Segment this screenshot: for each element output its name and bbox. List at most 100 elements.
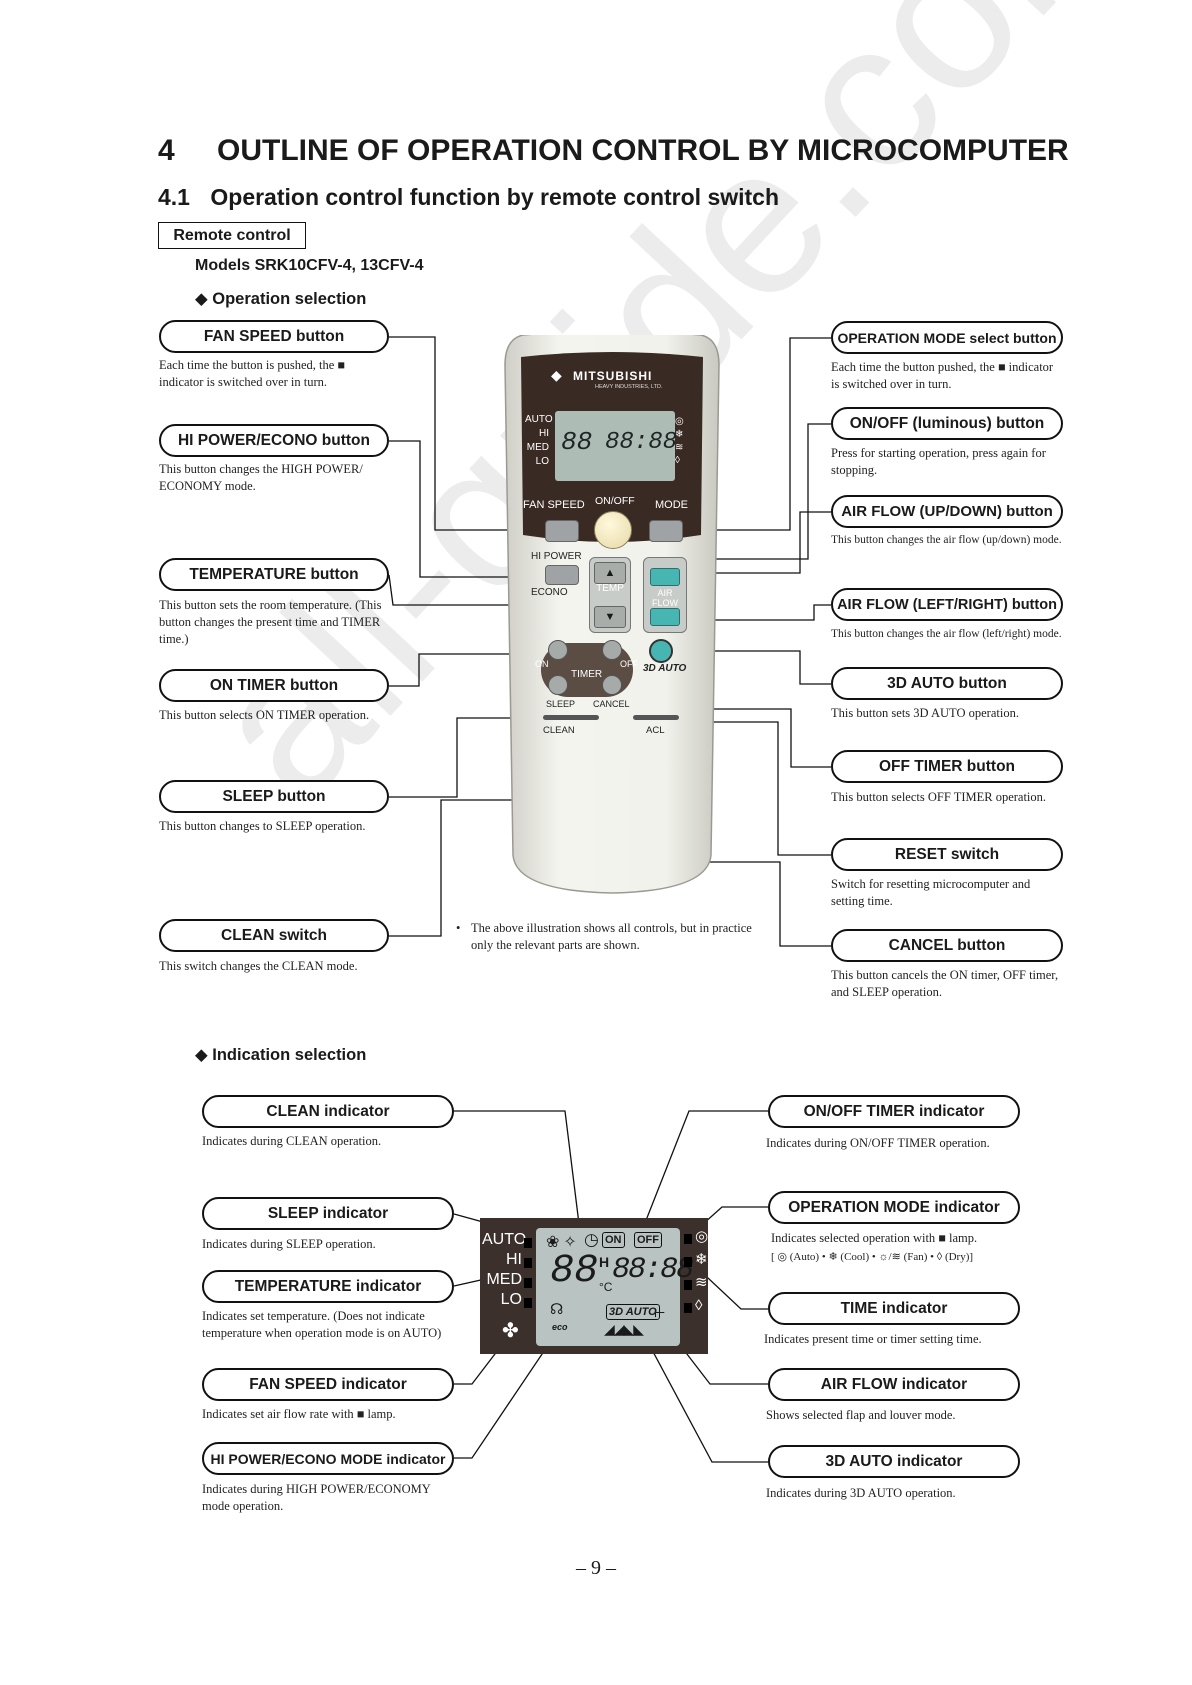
fan-speed-button-desc: Each time the button is pushed, the ■ in…	[159, 358, 345, 389]
3d-auto-button-label: 3D AUTO button	[831, 667, 1063, 700]
air-flow-indicator-label: AIR FLOW indicator	[768, 1368, 1020, 1401]
clean-indicator-label: CLEAN indicator	[202, 1095, 454, 1128]
lcd-fan-auto: AUTO	[482, 1231, 527, 1248]
sleep-button-desc: This button changes to SLEEP operation.	[159, 819, 366, 833]
operation-mode-list: [ ◎ (Auto) • ❄ (Cool) • ☼/≋ (Fan) • ◊ (D…	[771, 1251, 974, 1263]
clean-switch-desc: This switch changes the CLEAN mode.	[159, 959, 358, 973]
on-off-timer-indicator-desc: Indicates during ON/OFF TIMER operation.	[766, 1136, 990, 1150]
lcd-temp-unit: °C	[599, 1280, 613, 1294]
time-indicator-desc: Indicates present time or timer setting …	[764, 1332, 982, 1346]
remote-air-flow-label: AIR FLOW	[652, 588, 678, 608]
air-flow-left-right-button[interactable]	[650, 608, 680, 626]
clean-switch-label: CLEAN switch	[159, 919, 389, 952]
remote-fan-speed-label: FAN SPEED	[523, 499, 585, 511]
lcd-flap-icon: ⌐	[654, 1302, 666, 1324]
fan-speed-indicator-desc: Indicates set air flow rate with ■ lamp.	[202, 1407, 396, 1421]
remote-cancel-button[interactable]	[602, 675, 622, 695]
temp-down-button[interactable]: ▼	[594, 606, 626, 628]
temperature-indicator-label: TEMPERATURE indicator	[202, 1270, 454, 1303]
air-flow-left-right-button-label: AIR FLOW (LEFT/RIGHT) button	[831, 588, 1063, 621]
remote-control-illustration: MITSUBISHI HEAVY INDUSTRIES, LTD. ◆ AUTO…	[503, 330, 721, 895]
3d-auto-indicator-label: 3D AUTO indicator	[768, 1445, 1020, 1478]
lcd-on-timer-indicator: ON	[602, 1232, 625, 1248]
hi-power-econo-indicator-desc: Indicates during HIGH POWER/ECONOMY mode…	[202, 1482, 431, 1513]
remote-cancel-label: CANCEL	[593, 699, 630, 709]
time-indicator-label: TIME indicator	[768, 1292, 1020, 1325]
lcd-time-digits: 88:88	[612, 1253, 694, 1287]
remote-lcd-time: 88:88	[605, 429, 678, 456]
sleep-indicator-desc: Indicates during SLEEP operation.	[202, 1237, 376, 1251]
chapter-heading: 4 OUTLINE OF OPERATION CONTROL BY MICROC…	[158, 134, 1069, 168]
remote-temp-rocker: ▲ TEMP ▼	[589, 557, 631, 633]
remote-control-tag: Remote control	[158, 222, 306, 249]
3d-auto-indicator-desc: Indicates during 3D AUTO operation.	[766, 1486, 956, 1500]
hi-power-econo-button-desc: This button changes the HIGH POWER/ ECON…	[159, 462, 363, 493]
illustration-note-text: The above illustration shows all control…	[471, 921, 752, 952]
mitsubishi-logo-icon: ◆	[551, 369, 562, 384]
air-flow-up-down-button-label: AIR FLOW (UP/DOWN) button	[831, 495, 1063, 528]
remote-off-timer-button[interactable]	[602, 640, 622, 660]
remote-sleep-button[interactable]	[548, 675, 568, 695]
remote-sleep-label: SLEEP	[546, 699, 576, 709]
remote-off-label: OFF	[620, 659, 638, 669]
reset-switch-label: RESET switch	[831, 838, 1063, 871]
sleep-indicator-label: SLEEP indicator	[202, 1197, 454, 1230]
remote-mode-icons: ◎❄≋◊	[675, 416, 684, 466]
fan-speed-button-label: FAN SPEED button	[159, 320, 389, 353]
remote-acl-slot[interactable]	[633, 715, 679, 720]
lcd-eco-icon: eco	[552, 1322, 568, 1332]
lcd-screen: ❀ ✧ ◷ ON OFF 88 H °C 88:88 ☊ eco 3D AUTO…	[536, 1228, 694, 1346]
lcd-3d-auto-indicator: 3D AUTO	[606, 1304, 660, 1320]
on-off-button-desc: Press for starting operation, press agai…	[831, 446, 1046, 477]
lcd-mode-icons: ◎❄≋◊	[695, 1229, 709, 1314]
remote-hi-power-label: HI POWER	[531, 551, 582, 562]
remote-3d-auto-label: 3D AUTO	[643, 663, 687, 674]
temperature-button-label: TEMPERATURE button	[159, 558, 389, 591]
section-title: Operation control function by remote con…	[210, 184, 780, 210]
illustration-note: • The above illustration shows all contr…	[456, 920, 776, 953]
remote-lcd-temp: 88	[561, 427, 593, 457]
temp-up-button[interactable]: ▲	[594, 562, 626, 584]
lcd-mode-lamps	[684, 1232, 694, 1313]
air-flow-up-down-button-desc: This button changes the air flow (up/dow…	[831, 534, 1062, 546]
air-flow-up-down-button[interactable]	[650, 568, 680, 586]
lcd-illustration: AUTO HI MED LO ✤ ❀ ✧ ◷ ON OFF 88 H °C 88…	[480, 1218, 708, 1354]
remote-3d-auto-button[interactable]	[649, 639, 673, 663]
reset-switch-desc: Switch for resetting microcomputer and s…	[831, 877, 1031, 908]
hi-power-econo-indicator-label: HI POWER/ECONO MODE indicator	[202, 1442, 454, 1475]
3d-auto-button-desc: This button sets 3D AUTO operation.	[831, 706, 1019, 720]
lcd-fan-hi: HI	[506, 1251, 522, 1268]
remote-hi-power-econo-button[interactable]	[545, 565, 579, 585]
operation-mode-button-desc: Each time the button pushed, the ■ indic…	[831, 360, 1054, 391]
remote-mode-label: MODE	[655, 499, 688, 511]
on-timer-button-label: ON TIMER button	[159, 669, 389, 702]
remote-on-off-button[interactable]	[594, 511, 632, 549]
remote-fan-speed-button[interactable]	[545, 520, 579, 542]
remote-temp-label: TEMP	[596, 583, 624, 594]
lcd-off-timer-indicator: OFF	[634, 1232, 662, 1248]
air-flow-left-right-button-desc: This button changes the air flow (left/r…	[831, 628, 1062, 640]
remote-clean-label: CLEAN	[543, 725, 575, 736]
lcd-louver-icon: ◢◢◣◣	[604, 1323, 644, 1338]
temperature-button-desc: This button sets the room temperature. (…	[159, 598, 382, 646]
remote-acl-label: ACL	[646, 725, 665, 736]
on-off-button-label: ON/OFF (luminous) button	[831, 407, 1063, 440]
remote-clean-slot[interactable]	[543, 715, 599, 720]
indication-selection-title: ◆ Indication selection	[195, 1046, 367, 1064]
remote-on-off-label: ON/OFF	[595, 495, 635, 507]
lcd-temp-h: H	[599, 1254, 610, 1270]
remote-mode-button[interactable]	[649, 520, 683, 542]
remote-brand-sub: HEAVY INDUSTRIES, LTD.	[595, 384, 663, 390]
lcd-fan-icon: ✤	[502, 1320, 519, 1342]
lcd-temperature-digits: 88	[550, 1249, 599, 1294]
lcd-fan-lamps	[524, 1234, 532, 1308]
chapter-title: OUTLINE OF OPERATION CONTROL BY MICROCOM…	[217, 134, 1069, 167]
remote-on-label: ON	[535, 659, 549, 669]
fan-speed-indicator-label: FAN SPEED indicator	[202, 1368, 454, 1401]
remote-on-timer-button[interactable]	[548, 640, 568, 660]
off-timer-button-desc: This button selects OFF TIMER operation.	[831, 790, 1047, 804]
off-timer-button-label: OFF TIMER button	[831, 750, 1063, 783]
operation-mode-indicator-label: OPERATION MODE indicator	[768, 1191, 1020, 1224]
remote-lcd-screen: 88 88:88	[555, 411, 678, 481]
models-label: Models SRK10CFV-4, 13CFV-4	[195, 257, 424, 274]
